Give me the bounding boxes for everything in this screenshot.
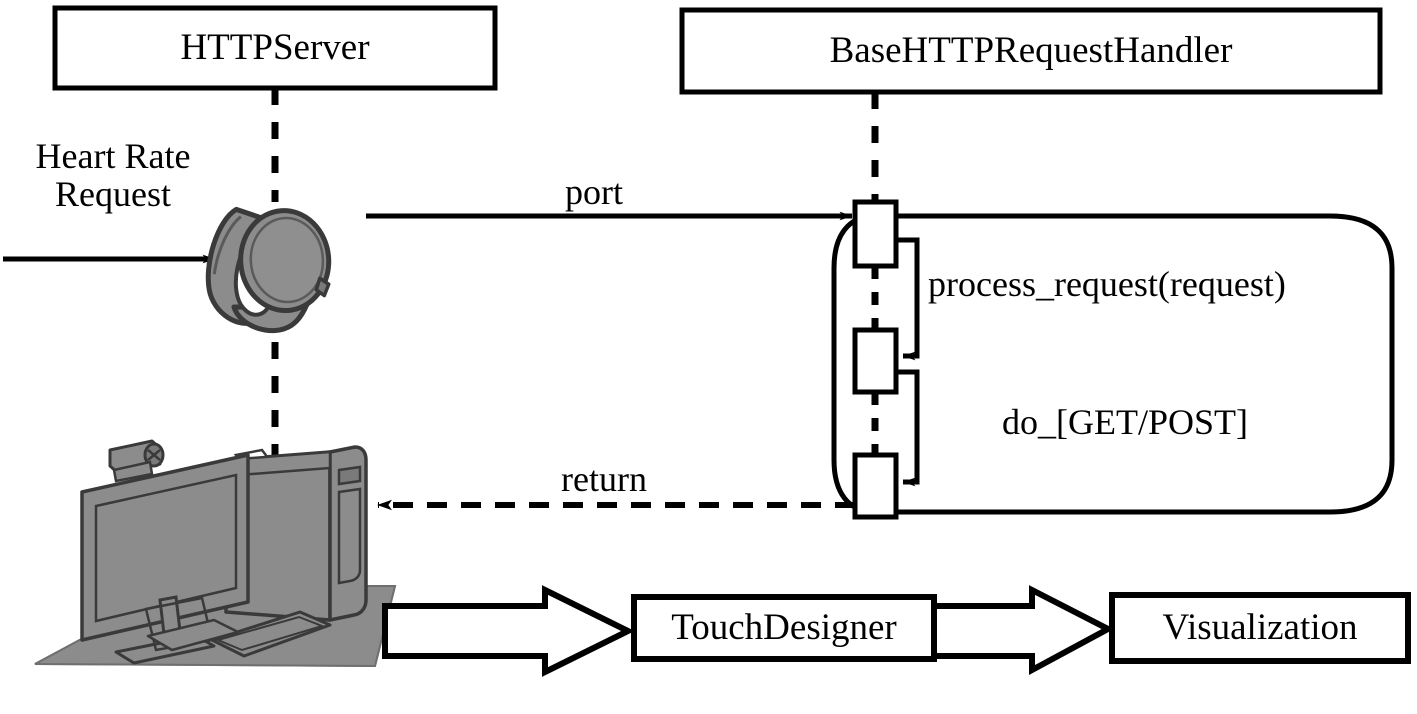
do-get-post-label: do_[GET/POST] <box>1002 402 1248 442</box>
return-label: return <box>561 459 647 499</box>
activation-box-2 <box>852 327 899 395</box>
self-call-do-get-post <box>896 369 920 487</box>
touchdesigner-label: TouchDesigner <box>671 606 897 648</box>
visualization-label: Visualization <box>1162 606 1358 648</box>
process-request-label: process_request(request) <box>928 264 1286 304</box>
heart-rate-request-line-1: Heart Rate <box>35 136 191 176</box>
heart-rate-request-label: Heart Rate Request <box>8 136 218 214</box>
block-arrow-computer-to-touchdesigner <box>382 585 635 677</box>
httpserver-box <box>52 5 498 91</box>
httpserver-label: HTTPServer <box>180 26 370 68</box>
self-call-process-request <box>896 237 920 361</box>
activation-box-3 <box>852 452 899 520</box>
heart-rate-request-line-2: Request <box>55 173 171 214</box>
port-label: port <box>565 172 623 212</box>
activation-box-1 <box>852 199 899 269</box>
smartwatch-icon <box>205 206 332 333</box>
basehttprequesthandler-label: BaseHTTPRequestHandler <box>829 29 1233 71</box>
execution-frame-rounded-rect <box>831 213 1395 515</box>
basehttprequesthandler-box <box>679 7 1383 95</box>
workstation-icon <box>34 439 397 668</box>
visualization-box <box>1109 592 1411 664</box>
block-arrow-touchdesigner-to-visualization <box>931 585 1115 676</box>
